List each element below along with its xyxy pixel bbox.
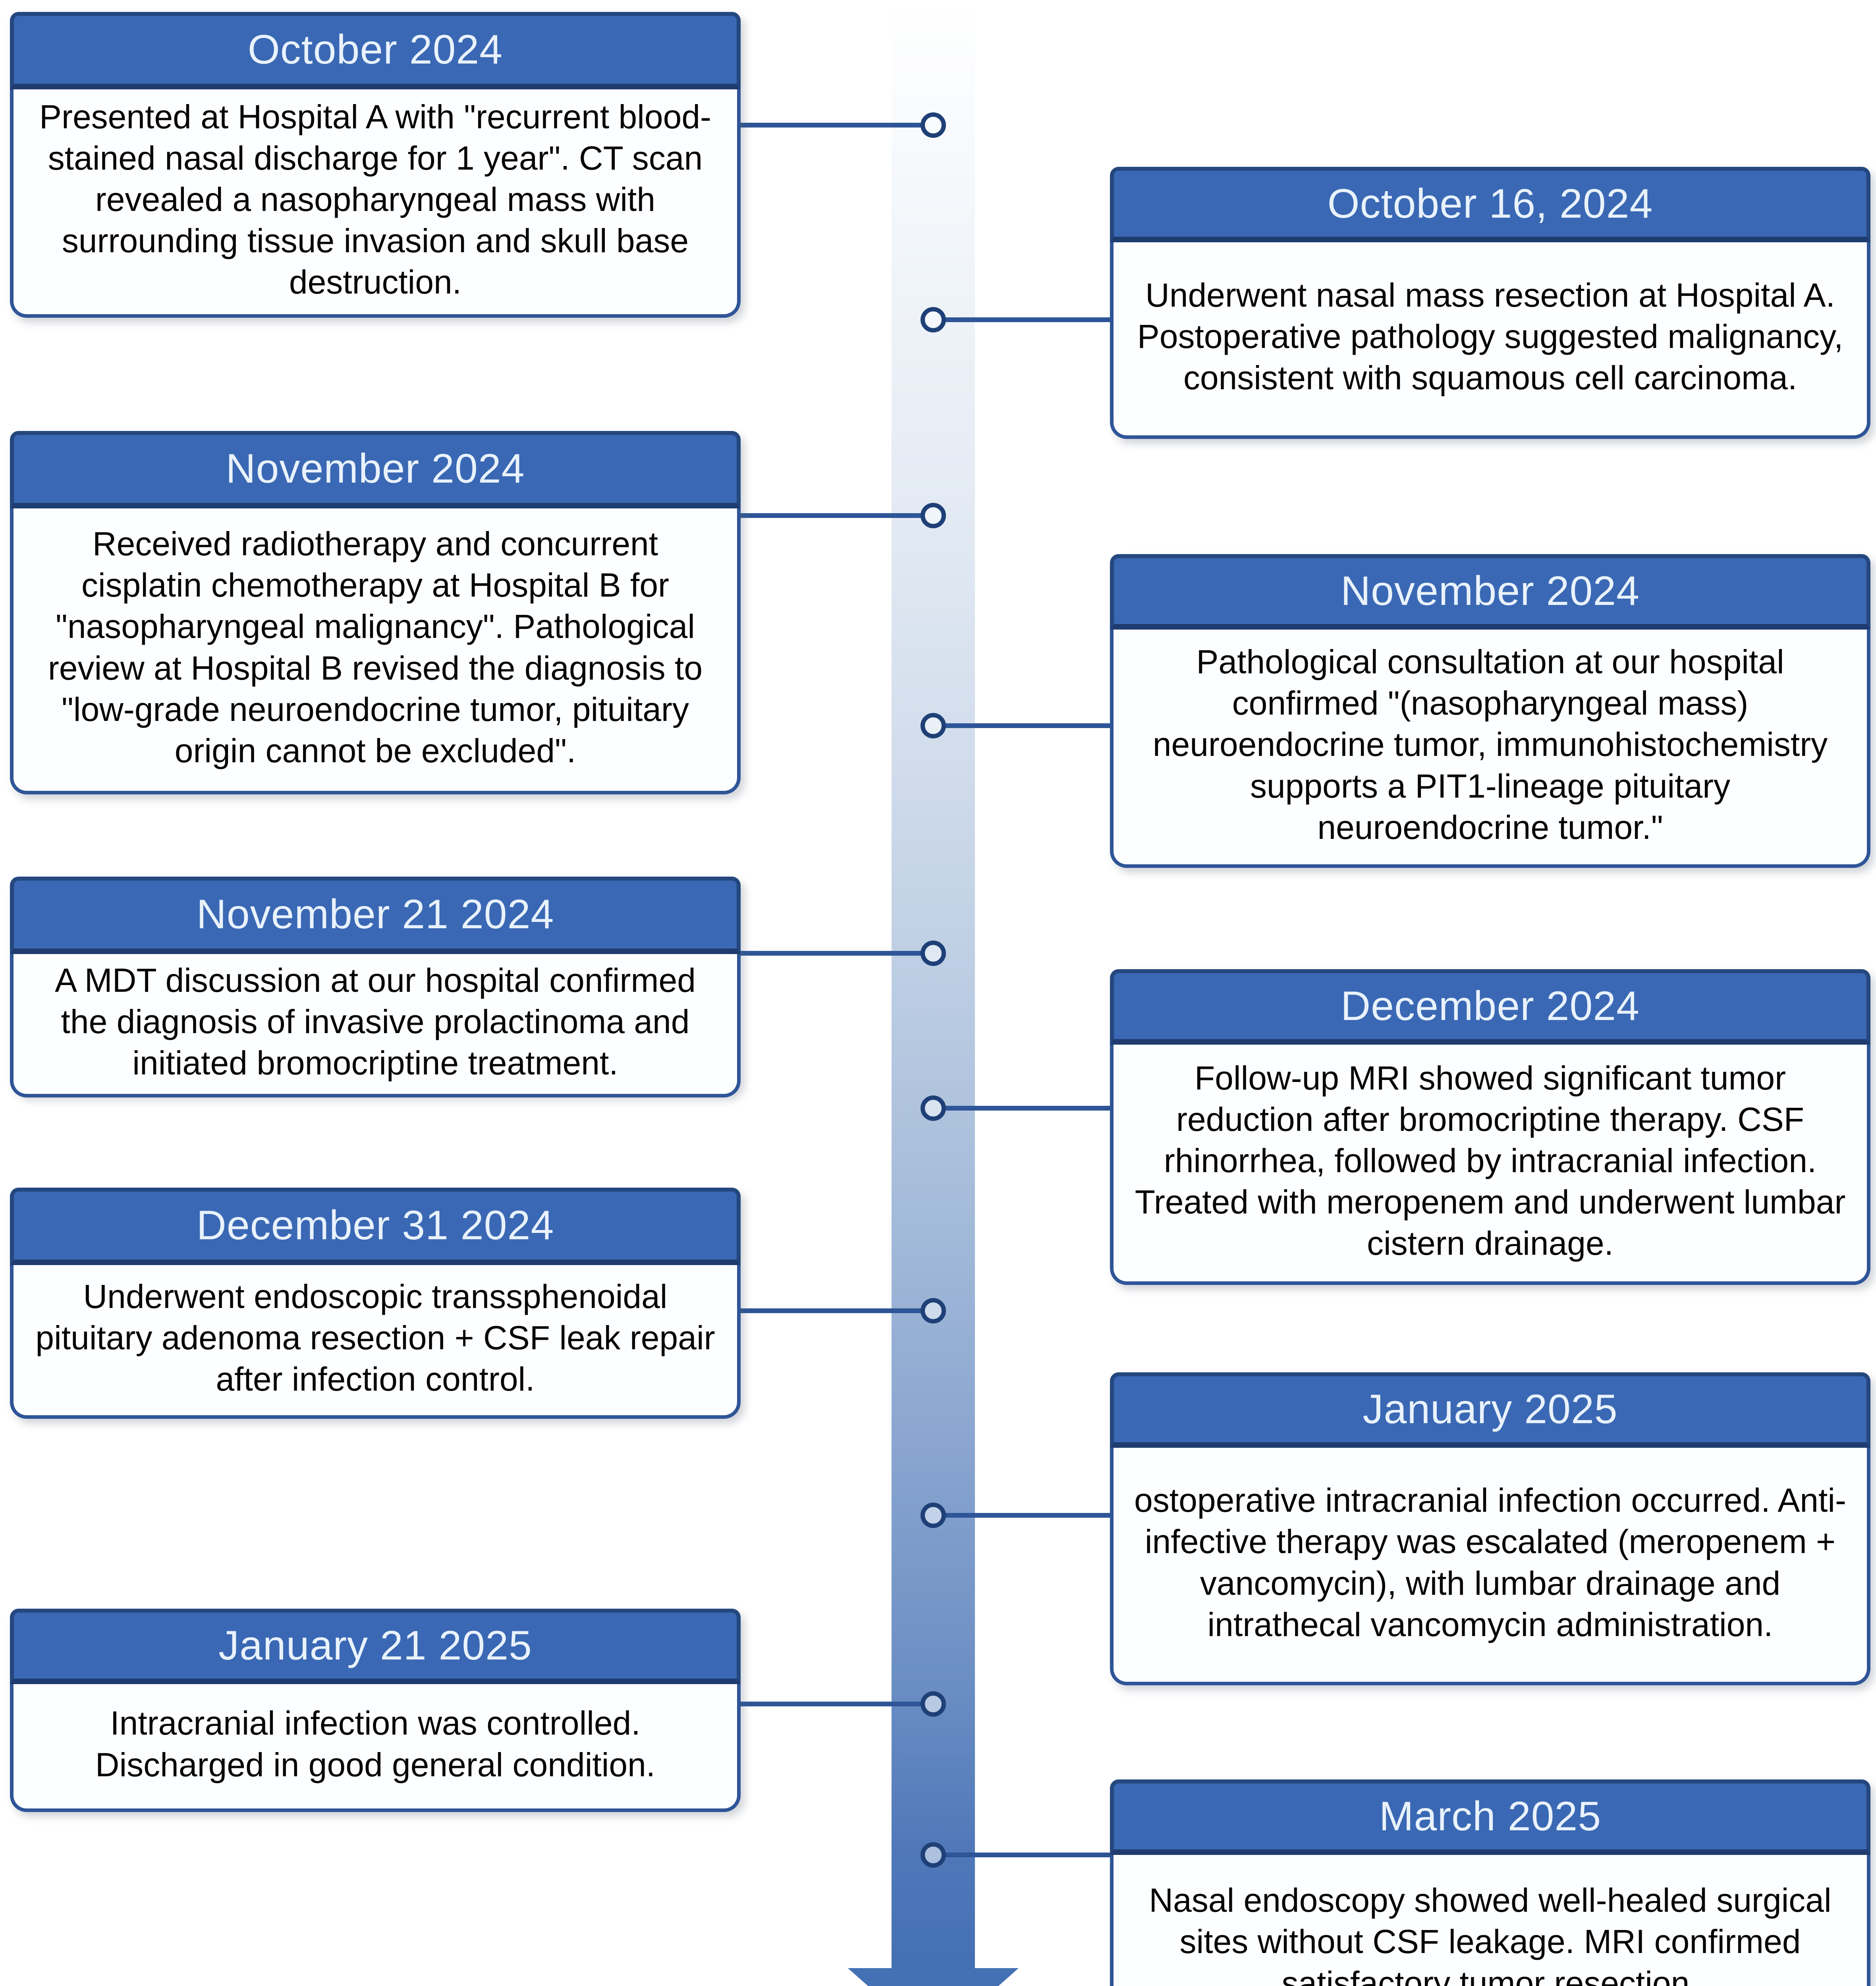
connector-line — [737, 1308, 923, 1313]
event-box-left-2: November 2024 Received radiotherapy and … — [10, 431, 741, 794]
timeline-arrow-shaft — [892, 0, 975, 1969]
event-box-right-1: October 16, 2024 Underwent nasal mass re… — [1110, 167, 1870, 439]
event-description: Underwent nasal mass resection at Hospit… — [1110, 242, 1870, 439]
event-date-header: November 21 2024 — [10, 877, 741, 954]
event-box-right-3: November 2024 Pathological consultation … — [1110, 554, 1870, 868]
timeline-node-circle — [921, 307, 946, 332]
event-date-header: November 2024 — [1110, 554, 1870, 630]
event-box-left-8: January 21 2025 Intracranial infection w… — [10, 1609, 741, 1812]
connector-line — [944, 1513, 1114, 1518]
event-date-header: December 2024 — [1110, 969, 1870, 1045]
event-date-header: October 16, 2024 — [1110, 167, 1870, 242]
timeline-node-circle — [921, 1503, 946, 1528]
event-box-left-4: November 21 2024 A MDT discussion at our… — [10, 877, 741, 1098]
connector-line — [737, 513, 923, 518]
event-description: Underwent endoscopic transsphenoidal pit… — [10, 1265, 741, 1419]
event-description: Presented at Hospital A with "recurrent … — [10, 89, 741, 318]
timeline-node-circle — [921, 941, 946, 966]
timeline-node-circle — [921, 1298, 946, 1323]
timeline-arrowhead-icon — [848, 1968, 1019, 1986]
event-description: ostoperative intracranial infection occu… — [1110, 1448, 1870, 1685]
connector-line — [944, 1853, 1114, 1857]
event-date-header: December 31 2024 — [10, 1188, 741, 1265]
event-date-header: March 2025 — [1110, 1779, 1870, 1855]
event-date-header: January 2025 — [1110, 1372, 1870, 1448]
timeline-node-circle — [921, 112, 946, 138]
event-description: Nasal endoscopy showed well-healed surgi… — [1110, 1855, 1870, 1986]
connector-line — [944, 723, 1114, 728]
event-box-right-7: January 2025 ostoperative intracranial i… — [1110, 1372, 1870, 1685]
event-box-right-9: March 2025 Nasal endoscopy showed well-h… — [1110, 1779, 1870, 1986]
connector-line — [944, 317, 1114, 322]
connector-line — [737, 123, 923, 128]
event-date-header: October 2024 — [10, 12, 741, 89]
connector-line — [737, 1702, 923, 1706]
timeline-node-circle — [921, 1691, 946, 1717]
event-description: Pathological consultation at our hospita… — [1110, 630, 1870, 868]
event-date-header: January 21 2025 — [10, 1609, 741, 1684]
event-description: Received radiotherapy and concurrent cis… — [10, 508, 741, 794]
timeline-node-circle — [921, 1842, 946, 1868]
event-box-left-6: December 31 2024 Underwent endoscopic tr… — [10, 1188, 741, 1419]
timeline-node-circle — [921, 503, 946, 528]
event-description: A MDT discussion at our hospital confirm… — [10, 954, 741, 1098]
event-box-right-5: December 2024 Follow-up MRI showed signi… — [1110, 969, 1870, 1285]
connector-line — [944, 1106, 1114, 1111]
event-description: Intracranial infection was controlled. D… — [10, 1684, 741, 1812]
event-date-header: November 2024 — [10, 431, 741, 508]
event-box-left-0: October 2024 Presented at Hospital A wit… — [10, 12, 741, 318]
event-description: Follow-up MRI showed significant tumor r… — [1110, 1045, 1870, 1285]
timeline-node-circle — [921, 713, 946, 738]
connector-line — [737, 951, 923, 956]
timeline-node-circle — [921, 1095, 946, 1121]
